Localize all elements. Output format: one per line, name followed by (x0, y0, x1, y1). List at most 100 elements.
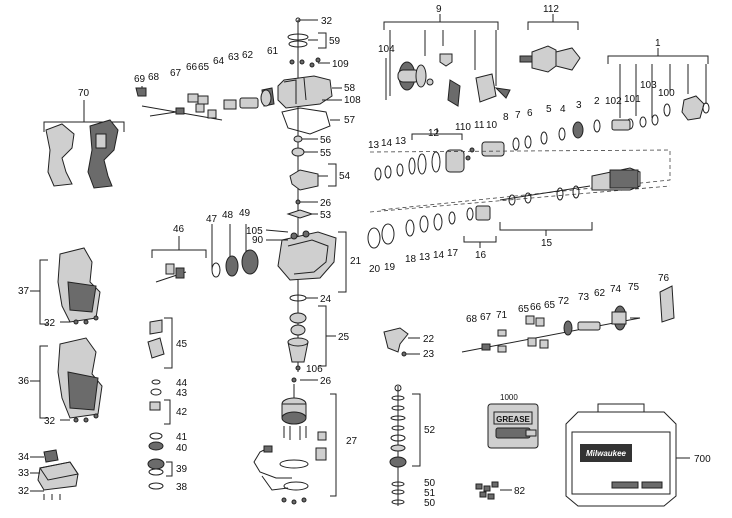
label-p40: 40 (176, 443, 188, 454)
brush-column (389, 384, 421, 506)
label-p7: 7 (515, 110, 521, 121)
switch-parts-column (147, 317, 173, 490)
label-p112: 112 (543, 4, 559, 15)
housing-37 (39, 247, 101, 325)
gearbox-housing (265, 229, 347, 383)
label-p8: 8 (503, 112, 509, 123)
cap-22-23 (383, 327, 420, 357)
label-p67b: 67 (480, 312, 492, 323)
case-brand: Milwaukee (586, 449, 627, 458)
label-p58: 58 (344, 83, 356, 94)
label-p50a: 50 (424, 478, 436, 489)
label-p33: 33 (18, 468, 30, 479)
label-p110a: 110 (455, 122, 471, 133)
label-p109: 109 (332, 59, 349, 70)
label-p63: 63 (228, 52, 240, 63)
label-p17: 17 (447, 248, 459, 259)
label-p45: 45 (176, 339, 188, 350)
label-p57: 57 (344, 115, 356, 126)
case-brand-plate (580, 444, 632, 462)
label-p68a: 68 (148, 72, 160, 83)
label-p19: 19 (384, 262, 396, 273)
label-p32d: 32 (18, 486, 30, 497)
motor-housing-clamshell (43, 100, 125, 189)
label-p100: 100 (658, 88, 675, 99)
grease-tube: GREASE (487, 403, 539, 449)
label-p61: 61 (267, 46, 279, 57)
label-p13a: 13 (368, 140, 380, 151)
label-p68b: 68 (466, 314, 478, 325)
label-p32b: 32 (44, 318, 56, 329)
label-p104: 104 (378, 44, 395, 55)
label-p66b: 66 (530, 302, 542, 313)
label-p70: 70 (78, 88, 90, 99)
grease-label: GREASE (496, 415, 530, 424)
label-p32c: 32 (44, 416, 56, 427)
label-p21: 21 (350, 256, 362, 267)
label-p44: 44 (176, 378, 188, 389)
label-p55: 55 (320, 148, 332, 159)
label-p76: 76 (658, 273, 670, 284)
label-p54: 54 (339, 171, 351, 182)
label-p32a: 32 (321, 16, 333, 27)
label-p74: 74 (610, 284, 622, 295)
carrying-case: Milwaukee (565, 403, 690, 507)
label-p106: 106 (306, 364, 323, 375)
label-p42: 42 (176, 407, 188, 418)
gear-train-top (135, 86, 275, 121)
label-p73: 73 (578, 292, 590, 303)
label-p56: 56 (320, 135, 332, 146)
drill-chuck-set (519, 14, 581, 73)
auxiliary-handle-set (383, 14, 511, 107)
label-p1000: 1000 (500, 393, 518, 402)
label-p36: 36 (18, 376, 30, 387)
label-p23: 23 (423, 349, 435, 360)
label-p43: 43 (176, 388, 188, 399)
spindle-assembly-top (367, 48, 710, 249)
label-p65b: 65 (518, 304, 530, 315)
label-p16: 16 (475, 250, 487, 261)
motor-assembly (253, 384, 337, 505)
label-p34: 34 (18, 452, 30, 463)
label-p700: 700 (694, 454, 711, 465)
label-p27: 27 (346, 436, 358, 447)
label-p62a: 62 (242, 50, 254, 61)
gear-train-right (461, 285, 675, 353)
label-p90: 90 (252, 235, 264, 246)
label-p9: 9 (436, 4, 442, 15)
label-p12: 12 (428, 128, 440, 139)
label-p49: 49 (239, 208, 251, 219)
label-p105: 105 (246, 226, 263, 237)
label-p24: 24 (320, 294, 332, 305)
leader-lines (30, 290, 512, 492)
label-p2: 2 (594, 96, 600, 107)
part-number-labels: 32 59 109 58 108 57 56 55 54 26 53 9 112… (18, 4, 711, 509)
label-p65a: 65 (198, 62, 210, 73)
label-p69: 69 (134, 74, 146, 85)
label-p26a: 26 (320, 198, 332, 209)
housing-column-top (277, 17, 342, 248)
clutch-part (289, 169, 319, 191)
label-p1: 1 (655, 38, 661, 49)
label-p18: 18 (405, 254, 417, 265)
label-p3: 3 (576, 100, 582, 111)
label-p53: 53 (320, 210, 332, 221)
label-p4: 4 (560, 104, 566, 115)
label-p103: 103 (640, 80, 657, 91)
label-p108: 108 (344, 95, 361, 106)
label-p48: 48 (222, 210, 234, 221)
label-p64: 64 (213, 56, 225, 67)
label-p37: 37 (18, 286, 30, 297)
label-p15: 15 (541, 238, 553, 249)
label-p47: 47 (206, 214, 218, 225)
label-p39: 39 (176, 464, 188, 475)
label-p14a: 14 (381, 138, 393, 149)
label-p65c: 65 (544, 300, 556, 311)
label-p82: 82 (514, 486, 526, 497)
label-p25: 25 (338, 332, 350, 343)
label-p13c: 13 (419, 252, 431, 263)
label-p50b: 50 (424, 498, 436, 509)
label-p72: 72 (558, 296, 570, 307)
grease-brush-part (659, 285, 675, 323)
